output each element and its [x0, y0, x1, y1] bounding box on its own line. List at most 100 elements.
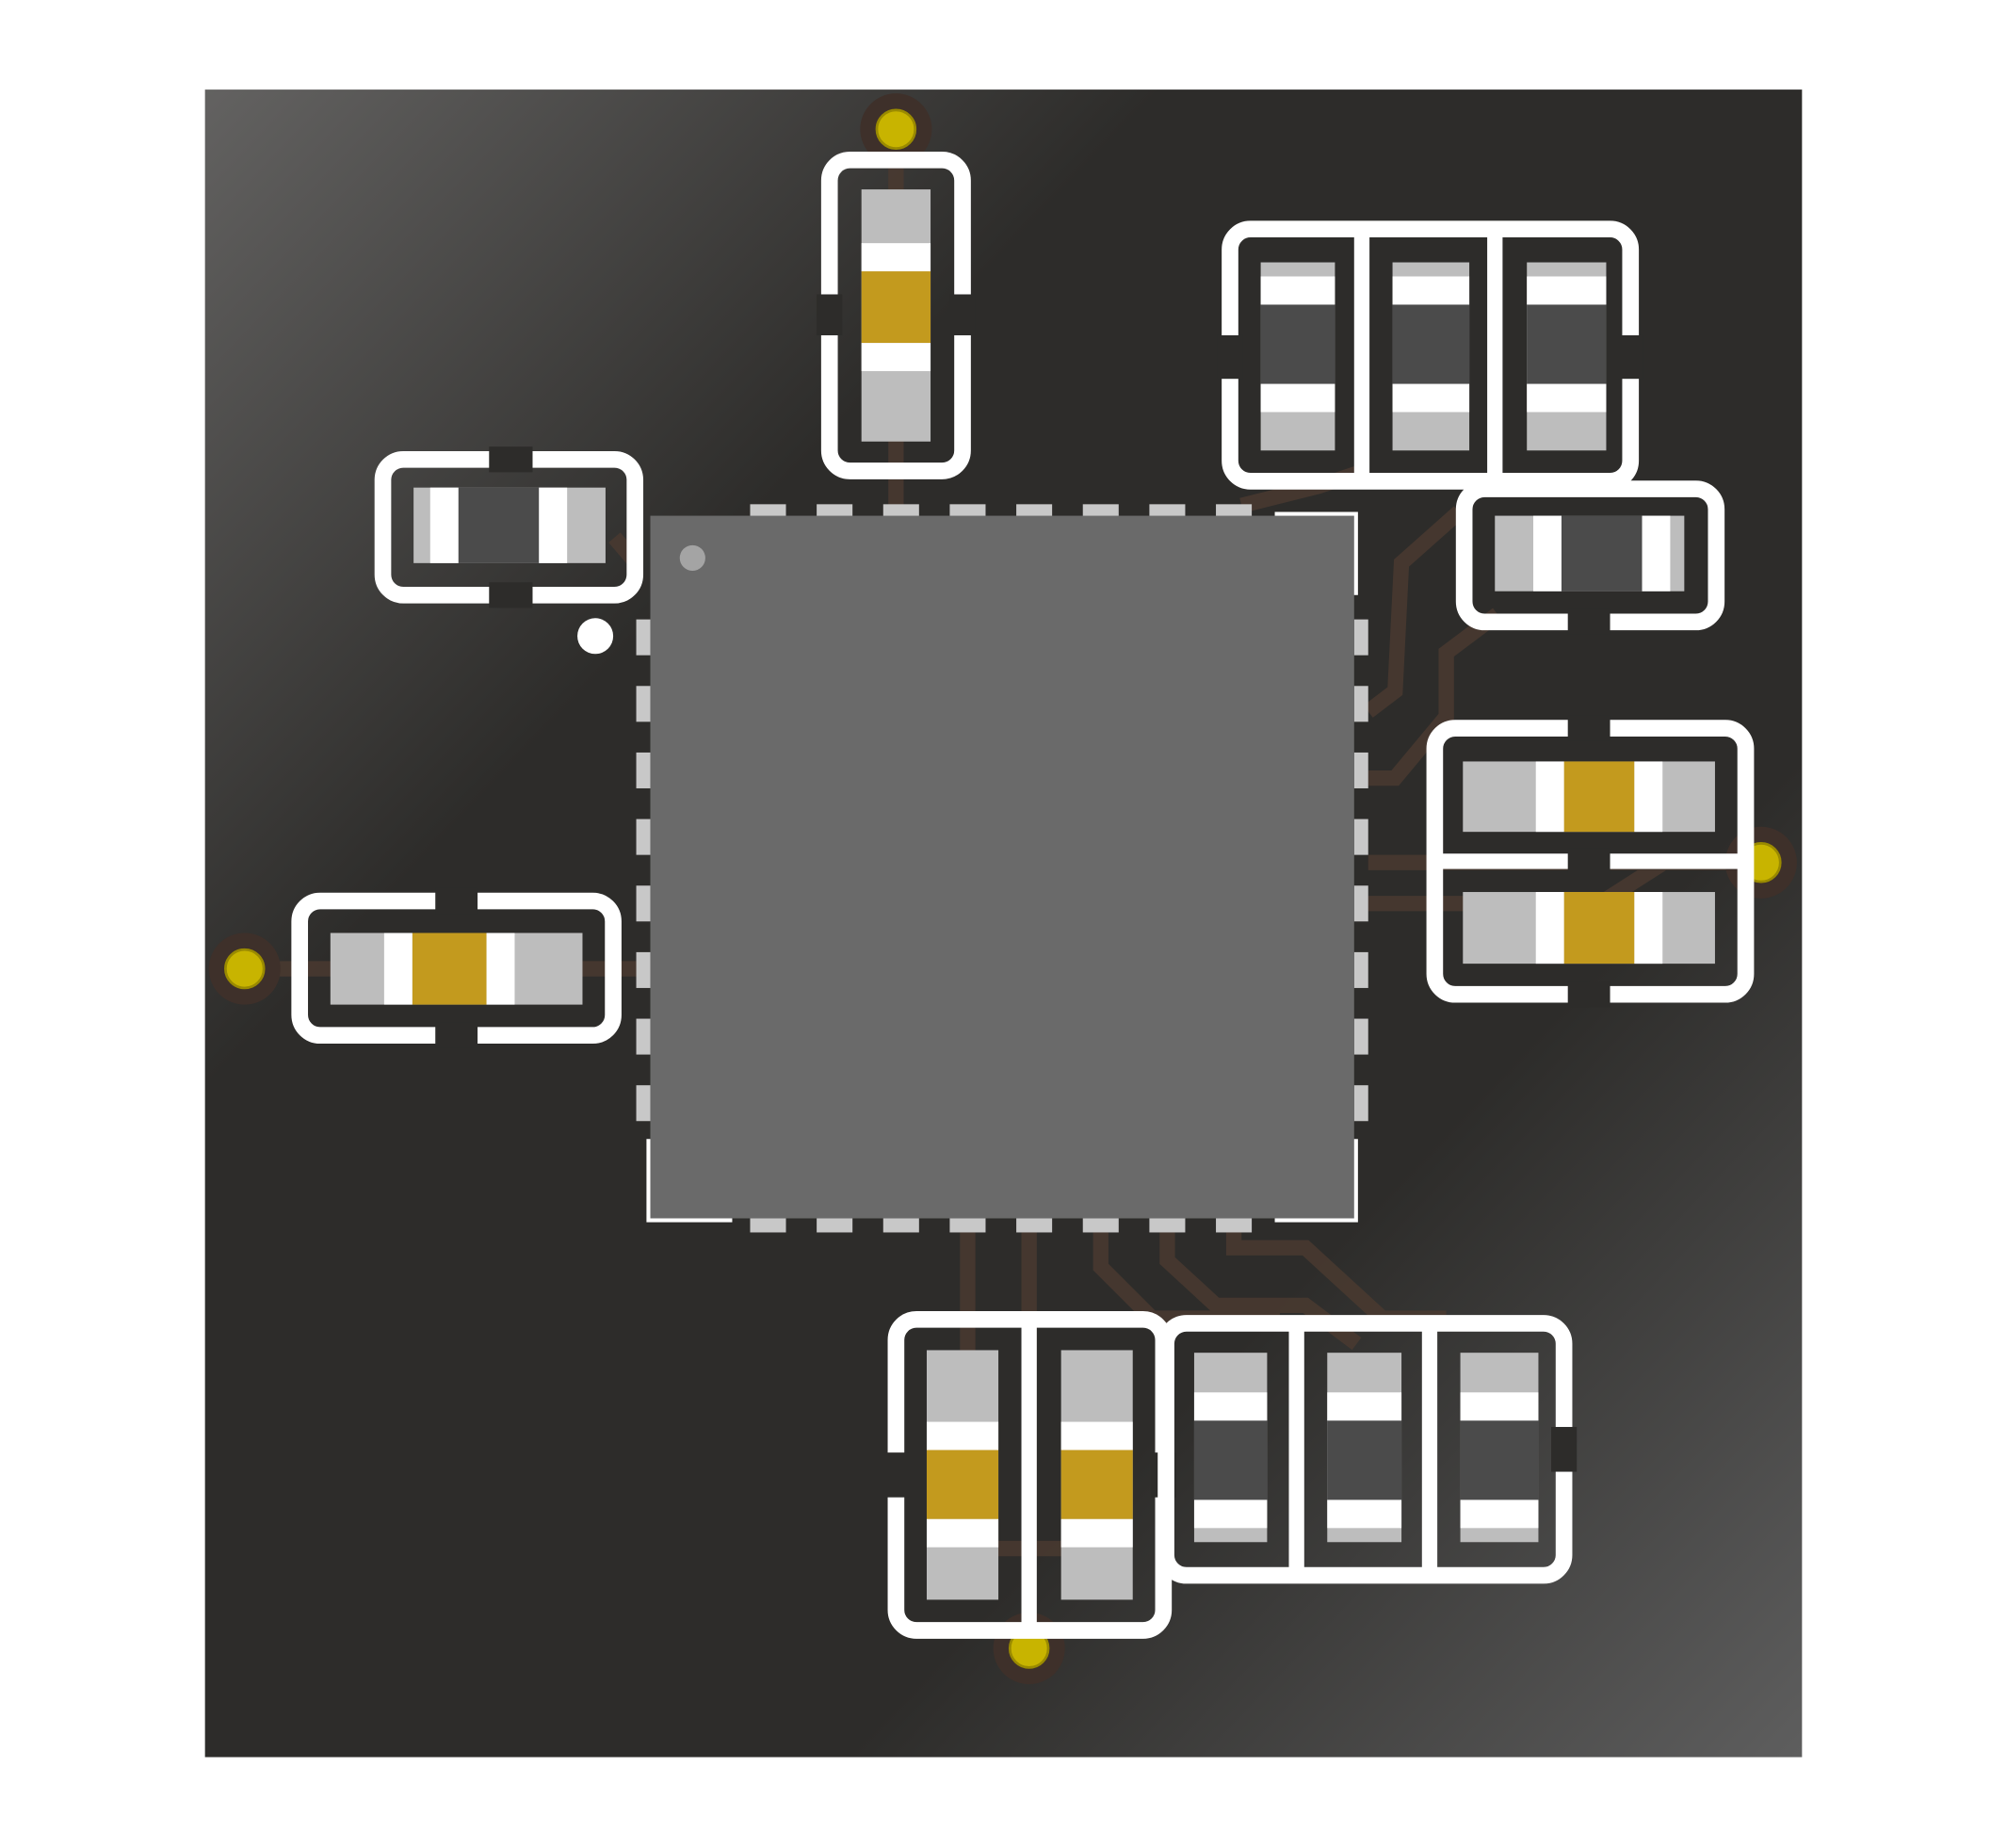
- ic-pin: [949, 1218, 986, 1233]
- silkscreen-gap: [1217, 334, 1243, 380]
- termination: [926, 1421, 999, 1451]
- termination: [539, 487, 568, 563]
- smd-resistor: [1392, 262, 1470, 451]
- ic-pin: [1016, 1218, 1053, 1233]
- smd-resistor: [1527, 262, 1607, 451]
- via: [875, 108, 917, 150]
- ic-pin: [750, 1218, 786, 1233]
- silkscreen-divider: [1421, 1322, 1438, 1576]
- smd-capacitor: [330, 932, 583, 1005]
- component-body: [1193, 1420, 1268, 1500]
- termination: [861, 343, 931, 372]
- termination: [1460, 1499, 1539, 1529]
- ic-pin: [1149, 504, 1186, 519]
- silkscreen-divider: [1021, 1319, 1037, 1631]
- ic-pin: [1216, 1218, 1253, 1233]
- termination: [1327, 1392, 1402, 1421]
- termination: [861, 243, 931, 272]
- smd-resistor: [1260, 262, 1335, 451]
- termination: [1327, 1499, 1402, 1529]
- pin1-silkscreen-dot: [577, 618, 614, 655]
- silkscreen-gap: [1567, 848, 1610, 875]
- termination: [383, 932, 413, 1005]
- smd-resistor: [1460, 1353, 1539, 1543]
- ic-pin: [1353, 885, 1368, 922]
- pin1-marker: [679, 544, 705, 571]
- ic-pin: [1353, 619, 1368, 656]
- smd-capacitor: [1060, 1350, 1133, 1600]
- component-body: [458, 487, 540, 563]
- silkscreen-gap: [1567, 981, 1610, 1008]
- component-body: [1392, 304, 1470, 384]
- ic-pin: [949, 504, 986, 519]
- ic-pin: [817, 504, 853, 519]
- component-body: [412, 932, 487, 1005]
- termination: [1634, 761, 1663, 833]
- component-body: [1563, 892, 1635, 965]
- ic-pin: [882, 1218, 919, 1233]
- smd-capacitor: [926, 1350, 999, 1600]
- termination: [1060, 1518, 1133, 1548]
- ic-pin: [636, 951, 651, 988]
- smd-capacitor: [1463, 761, 1715, 833]
- termination: [1392, 383, 1470, 413]
- termination: [1260, 276, 1335, 305]
- component-body: [1060, 1450, 1133, 1519]
- ic-pin: [1353, 1018, 1368, 1055]
- ic-pin: [636, 819, 651, 855]
- silkscreen-gap: [1567, 608, 1610, 635]
- termination: [1527, 383, 1607, 413]
- silkscreen-gap: [1567, 715, 1610, 741]
- ic-pin: [1353, 1085, 1368, 1122]
- silkscreen-gap: [882, 1452, 909, 1498]
- termination: [1634, 892, 1663, 965]
- silkscreen-gap: [435, 1022, 478, 1048]
- ic-pin: [636, 752, 651, 788]
- silkscreen-divider: [1353, 229, 1370, 481]
- smd-resistor: [1495, 515, 1685, 592]
- ic-pin: [1082, 1218, 1119, 1233]
- component-body: [1527, 304, 1607, 384]
- termination: [1060, 1421, 1133, 1451]
- silkscreen-gap: [1551, 1426, 1578, 1472]
- component-body: [1563, 761, 1635, 833]
- ic-pin: [882, 504, 919, 519]
- ic-pin: [636, 1018, 651, 1055]
- smd-resistor: [1193, 1353, 1268, 1543]
- ic-pin: [1353, 686, 1368, 722]
- smd-capacitor: [1463, 892, 1715, 965]
- component-body: [926, 1450, 999, 1519]
- termination: [1642, 515, 1671, 592]
- component-body: [1460, 1420, 1539, 1500]
- silkscreen-gap: [817, 294, 843, 335]
- silkscreen-divider: [1288, 1322, 1304, 1576]
- smd-resistor: [413, 487, 606, 563]
- qfn-ic-body: [650, 515, 1354, 1219]
- silkscreen-gap: [489, 582, 533, 608]
- ic-pin: [636, 619, 651, 656]
- termination: [1460, 1392, 1539, 1421]
- termination: [1535, 761, 1564, 833]
- ic-pin: [1149, 1218, 1186, 1233]
- smd-capacitor: [861, 189, 931, 442]
- termination: [1527, 276, 1607, 305]
- via: [224, 948, 266, 990]
- silkscreen-gap: [949, 294, 976, 335]
- smd-resistor: [1327, 1353, 1402, 1543]
- ic-pin: [750, 504, 786, 519]
- ic-pin: [1082, 504, 1119, 519]
- termination: [1193, 1392, 1268, 1421]
- silkscreen-gap: [435, 887, 478, 915]
- ic-pin: [636, 686, 651, 722]
- ic-pin: [817, 1218, 853, 1233]
- component-body: [1561, 515, 1643, 592]
- termination: [429, 487, 459, 563]
- termination: [1193, 1499, 1268, 1529]
- component-body: [1260, 304, 1335, 384]
- silkscreen-gap: [1617, 334, 1643, 380]
- ic-pin: [636, 1085, 651, 1122]
- termination: [1533, 515, 1562, 592]
- termination: [486, 932, 515, 1005]
